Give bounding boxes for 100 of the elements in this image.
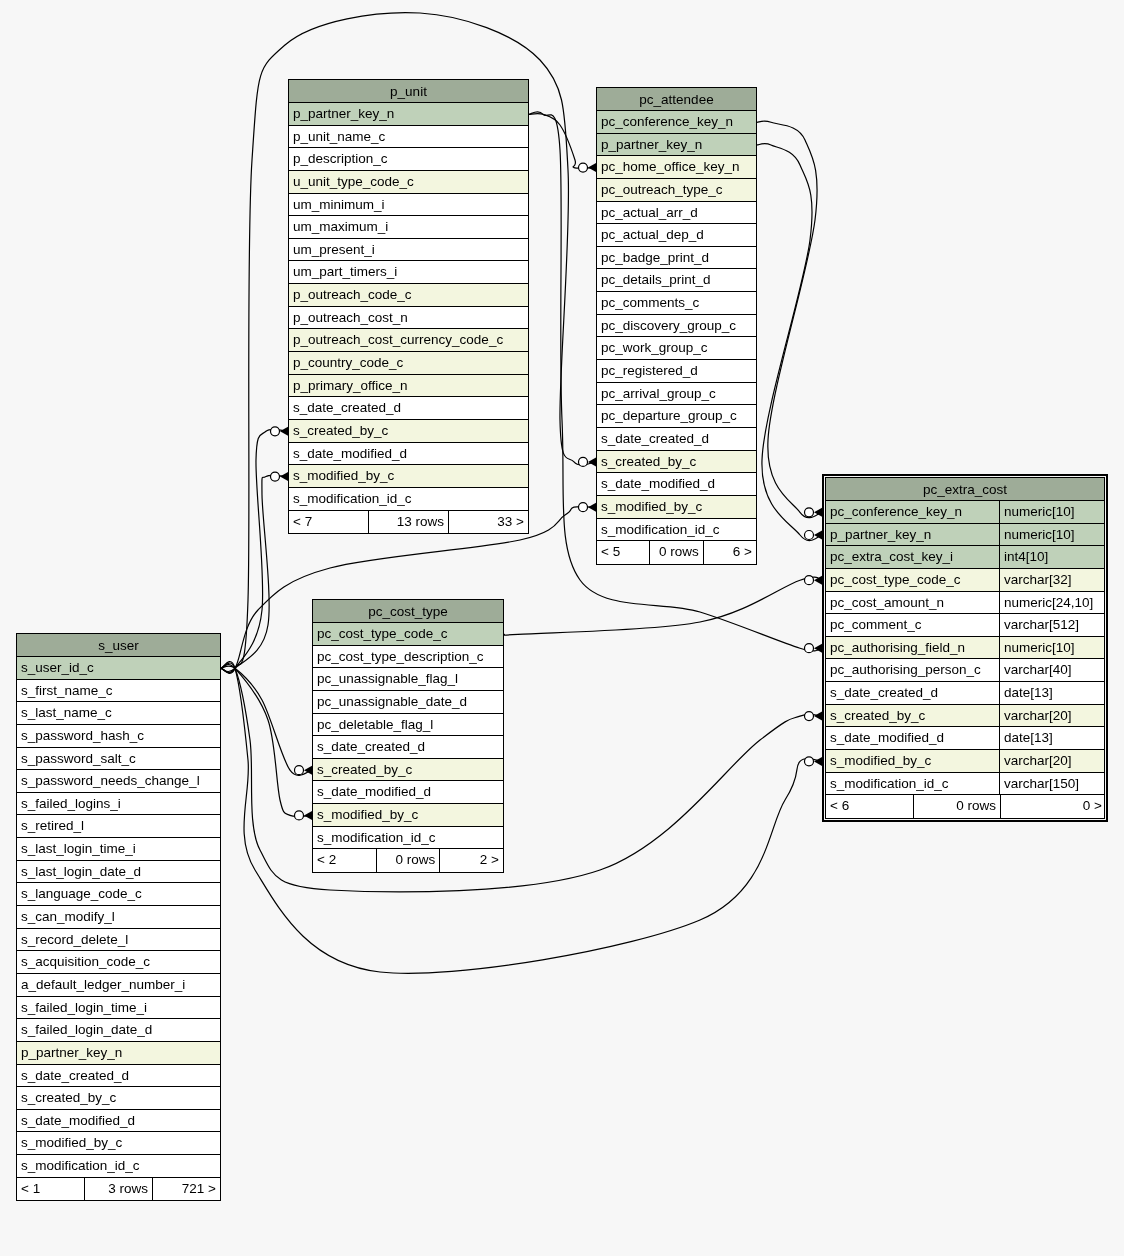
column-name: um_maximum_i [292,218,390,237]
column-row [17,1041,220,1065]
child-count: 0 > [1081,797,1103,816]
column-row [597,450,756,474]
table-name: s_user [17,634,220,657]
column-name: p_outreach_cost_currency_code_c [292,331,505,350]
column-name: a_default_ledger_number_i [20,975,187,994]
column-type: varchar[512] [999,614,1104,636]
column-name: p_outreach_code_c [292,286,413,305]
column-name: s_failed_login_date_d [20,1021,154,1040]
column-name: pc_comments_c [600,294,701,313]
column-name: s_modified_by_c [316,806,420,825]
row-count: 0 rows [650,541,704,564]
column-row [826,568,1104,592]
column-name: pc_actual_arr_d [600,203,699,222]
column-name: s_created_by_c [20,1089,118,1108]
column-name: um_part_timers_i [292,263,399,282]
table-name: pc_extra_cost [826,478,1104,501]
column-row [597,111,756,134]
child-count: 721 > [180,1179,217,1198]
column-type: varchar[20] [999,704,1104,727]
column-row [289,103,528,126]
relationship-line [220,425,289,674]
column-name: pc_outreach_type_c [600,180,724,199]
column-row [826,501,1104,524]
column-name: s_failed_login_time_i [20,998,149,1017]
table-name: p_unit [289,80,528,103]
column-name: s_can_modify_l [20,908,116,927]
column-name: pc_authorising_person_c [829,661,982,680]
column-name: s_password_hash_c [20,726,146,745]
column-type: numeric[24,10] [999,591,1104,614]
column-name: s_created_by_c [316,760,414,779]
column-type: varchar[20] [999,750,1104,772]
parent-count: < 7 [289,510,369,534]
child-count: 33 > [496,512,525,531]
column-name: pc_cost_type_code_c [316,625,449,643]
column-name: p_primary_office_n [292,376,409,395]
column-name: s_date_modified_d [20,1111,137,1130]
column-row [597,178,756,202]
column-row [826,546,1104,569]
relationship-line [220,470,289,673]
table-box [16,633,221,1202]
column-type: varchar[150] [999,772,1104,795]
column-name: s_language_code_c [20,885,143,904]
column-name: um_present_i [292,240,376,259]
column-row [313,623,503,646]
relationship-line [220,665,314,778]
parent-count: < 2 [313,849,377,873]
table-box [596,87,757,565]
column-name: s_modification_id_c [316,828,437,847]
column-name: s_modified_by_c [292,467,396,486]
column-name: s_last_login_date_d [20,862,143,881]
column-name: pc_home_office_key_n [600,158,741,177]
table-box [825,477,1105,819]
column-name: s_first_name_c [20,681,114,700]
column-name: s_modified_by_c [829,752,933,771]
column-name: p_description_c [292,150,389,169]
column-row [826,682,1104,705]
column-name: p_partner_key_n [600,135,704,154]
column-row [313,758,503,782]
column-name: pc_discovery_group_c [600,316,738,335]
column-name: pc_authorising_field_n [829,638,967,657]
column-name: pc_registered_d [600,362,699,381]
table-box [312,599,504,874]
column-name: s_date_modified_d [316,783,433,802]
column-name: p_partner_key_n [292,105,396,123]
row-count: 3 rows [85,1177,153,1201]
column-name: s_modified_by_c [600,497,704,516]
column-name: s_last_login_time_i [20,840,137,859]
column-row [289,374,528,398]
column-name: pc_arrival_group_c [600,384,717,403]
column-row [826,772,1104,796]
column-row [826,750,1104,773]
column-row [289,329,528,353]
column-name: s_date_created_d [20,1066,131,1085]
column-name: pc_comment_c [829,616,923,635]
column-name: p_country_code_c [292,354,405,373]
row-count: 0 rows [376,849,441,873]
parent-count: < 1 [17,1177,85,1201]
column-row [289,419,528,443]
column-type: date[13] [999,727,1104,750]
column-name: p_outreach_cost_n [292,308,409,327]
column-name: s_failed_logins_i [20,794,122,813]
column-name: pc_unassignable_date_d [316,692,469,711]
relationship-line [528,111,824,656]
column-name: p_partner_key_n [829,525,933,544]
column-type: numeric[10] [999,501,1104,523]
column-name: s_date_created_d [292,399,403,418]
column-name: s_date_created_d [829,684,940,703]
column-name: pc_cost_amount_n [829,593,946,612]
column-name: s_modification_id_c [20,1157,141,1176]
column-name: s_created_by_c [829,706,927,725]
column-name: s_modification_id_c [292,489,413,508]
column-row [826,636,1104,660]
column-row [313,804,503,827]
column-name: s_date_modified_d [600,475,717,494]
column-name: pc_conference_key_n [829,503,964,521]
parent-count: < 5 [597,541,651,564]
column-name: um_minimum_i [292,195,386,214]
row-count: 0 rows [914,795,1001,818]
